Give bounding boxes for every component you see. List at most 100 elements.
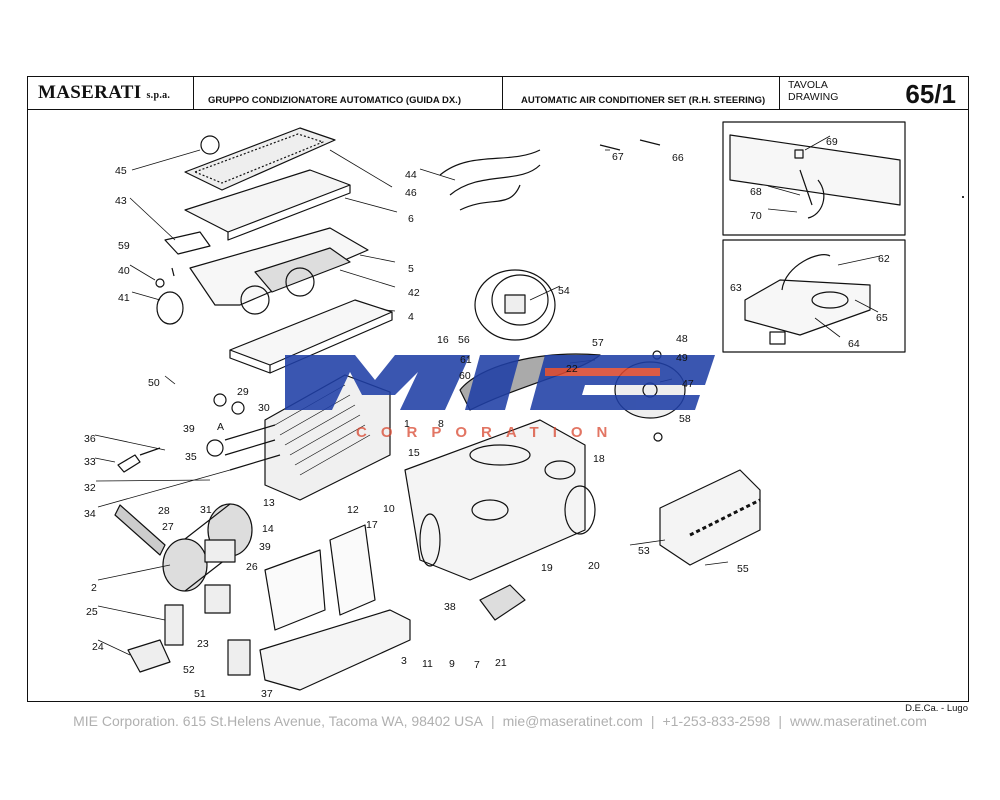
callout-label: 19 bbox=[541, 562, 553, 574]
connector-plate-part bbox=[164, 604, 184, 646]
footer-separator: | bbox=[650, 713, 655, 729]
title-block: MASERATI s.p.a. GRUPPO CONDIZIONATORE AU… bbox=[27, 76, 969, 110]
distribution-box-part bbox=[404, 419, 586, 581]
callout-label: 46 bbox=[405, 187, 417, 199]
callout-label: 32 bbox=[84, 482, 96, 494]
callout-label: 67 bbox=[612, 151, 624, 163]
callout-label: 39 bbox=[183, 423, 195, 435]
footer-separator: | bbox=[778, 713, 782, 729]
upper-housing-part bbox=[189, 227, 369, 315]
callout-label: 34 bbox=[84, 508, 96, 520]
tray-part bbox=[184, 169, 351, 241]
callout-label: 65 bbox=[876, 312, 888, 324]
callout-label: 14 bbox=[262, 523, 274, 535]
callout-label: 52 bbox=[183, 664, 195, 676]
callout-label: 63 bbox=[730, 282, 742, 294]
drawing-label: TAVOLA DRAWING bbox=[788, 79, 838, 103]
valve-assembly-part bbox=[206, 393, 281, 471]
callout-label: 48 bbox=[676, 333, 688, 345]
callout-label: 60 bbox=[459, 370, 471, 382]
inset-box-bottom bbox=[722, 239, 906, 353]
callout-label: 61 bbox=[460, 354, 472, 366]
callout-label: 64 bbox=[848, 338, 860, 350]
callout-label: 62 bbox=[878, 253, 890, 265]
callout-label: 59 bbox=[118, 240, 130, 252]
title-italian-cell: GRUPPO CONDIZIONATORE AUTOMATICO (GUIDA … bbox=[194, 77, 503, 109]
callout-label: 56 bbox=[458, 334, 470, 346]
callout-label: 70 bbox=[750, 210, 762, 222]
blower-motor-part bbox=[162, 503, 253, 592]
drawing-label-en: DRAWING bbox=[788, 91, 839, 103]
wiring-harness-part bbox=[474, 269, 556, 341]
callout-label: 33 bbox=[84, 456, 96, 468]
title-english: AUTOMATIC AIR CONDITIONER SET (R.H. STEE… bbox=[521, 95, 766, 106]
callout-label: 69 bbox=[826, 136, 838, 148]
callout-label: 17 bbox=[366, 519, 378, 531]
callout-label: 16 bbox=[437, 334, 449, 346]
callout-label: 1 bbox=[404, 418, 410, 430]
footer-separator: | bbox=[490, 713, 495, 729]
callout-label: 21 bbox=[495, 657, 507, 669]
hose-bundle-part bbox=[439, 139, 661, 211]
callout-label: 31 bbox=[200, 504, 212, 516]
callout-label: 30 bbox=[258, 402, 270, 414]
footer-website[interactable]: www.maseratinet.com bbox=[789, 713, 927, 729]
strap-part bbox=[114, 504, 166, 556]
callout-label: 36 bbox=[84, 433, 96, 445]
inset-box-top bbox=[722, 121, 906, 236]
lower-housing-part bbox=[259, 524, 411, 691]
brand-name: MASERATI s.p.a. bbox=[38, 82, 171, 103]
relay-part bbox=[204, 584, 231, 614]
footer-email[interactable]: mie@maseratinet.com bbox=[502, 713, 643, 729]
callout-label: 40 bbox=[118, 265, 130, 277]
callout-label: 10 bbox=[383, 503, 395, 515]
gasket-part bbox=[564, 485, 596, 535]
callout-label: 47 bbox=[682, 378, 694, 390]
callout-label: 35 bbox=[185, 451, 197, 463]
callout-label: 44 bbox=[405, 169, 417, 181]
callout-label: 50 bbox=[148, 377, 160, 389]
callout-label: 4 bbox=[408, 311, 414, 323]
callout-label: 8 bbox=[438, 418, 444, 430]
callout-label: 38 bbox=[444, 601, 456, 613]
callout-label: 41 bbox=[118, 292, 130, 304]
watermark-word: CORPORATION bbox=[356, 424, 622, 441]
callout-label: 42 bbox=[408, 287, 420, 299]
callout-label: 68 bbox=[750, 186, 762, 198]
clip-spring-part bbox=[139, 447, 161, 456]
fuse-holder-part bbox=[227, 639, 251, 676]
callout-label: 45 bbox=[115, 165, 127, 177]
drawing-number-cell: TAVOLA DRAWING 65/1 bbox=[780, 77, 968, 109]
callout-label: 26 bbox=[246, 561, 258, 573]
callout-label: 18 bbox=[593, 453, 605, 465]
callout-label: 11 bbox=[422, 658, 433, 670]
brand-cell: MASERATI s.p.a. bbox=[28, 77, 194, 109]
filter-frame-part bbox=[184, 127, 336, 191]
callout-label: 27 bbox=[162, 521, 174, 533]
callout-label: 7 bbox=[474, 659, 480, 671]
screw-part bbox=[171, 267, 175, 277]
callout-label: 22 bbox=[566, 363, 578, 375]
callout-label: 23 bbox=[197, 638, 209, 650]
callout-label: 58 bbox=[679, 413, 691, 425]
drawing-credit: D.E.Ca. - Lugo bbox=[905, 703, 968, 714]
drawing-frame bbox=[27, 110, 969, 702]
callout-label: 24 bbox=[92, 641, 104, 653]
watermark-logo bbox=[285, 355, 715, 410]
seal-part bbox=[419, 513, 441, 567]
callout-label: 66 bbox=[672, 152, 684, 164]
clip-part bbox=[117, 454, 141, 473]
footer-contact: MIE Corporation. 615 St.Helens Avenue, T… bbox=[0, 713, 1000, 729]
drawing-label-it: TAVOLA bbox=[788, 79, 828, 91]
inset-bottom-parts bbox=[744, 254, 871, 345]
stray-mark bbox=[962, 196, 964, 198]
flange-part bbox=[479, 584, 526, 621]
callout-label: A bbox=[217, 421, 225, 433]
callout-label: 49 bbox=[676, 352, 688, 364]
callout-label: 3 bbox=[401, 655, 407, 667]
callout-label: 28 bbox=[158, 505, 170, 517]
callout-label: 20 bbox=[588, 560, 600, 572]
footer-company: MIE Corporation. 615 St.Helens Avenue, T… bbox=[73, 713, 483, 729]
brand-suffix: s.p.a. bbox=[146, 90, 171, 101]
callout-label: 15 bbox=[408, 447, 420, 459]
